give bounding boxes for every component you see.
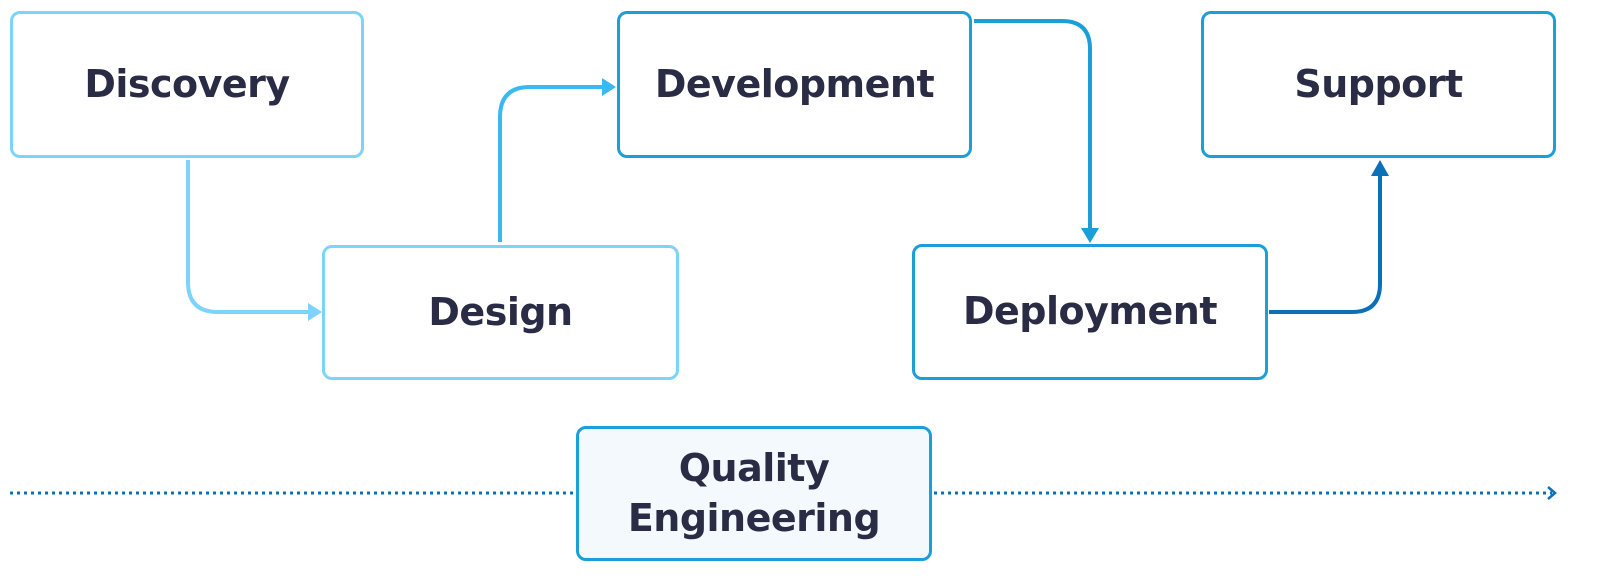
arrow-design-development — [498, 85, 606, 242]
arrowhead — [1371, 160, 1389, 176]
node-design[interactable]: Design — [322, 245, 679, 380]
node-label: Discovery — [84, 61, 290, 106]
arrowhead — [308, 303, 322, 321]
node-support[interactable]: Support — [1201, 11, 1556, 158]
node-quality-engineering[interactable]: Quality Engineering — [576, 426, 932, 561]
node-label: Support — [1294, 61, 1463, 106]
node-label: Development — [654, 61, 935, 106]
node-development[interactable]: Development — [617, 11, 972, 158]
arrow-development-deployment — [974, 19, 1092, 232]
node-label: Design — [428, 289, 573, 334]
node-label: Deployment — [962, 289, 1218, 334]
arrowhead — [602, 78, 616, 96]
arrow-deployment-support — [1269, 170, 1382, 314]
node-deployment[interactable]: Deployment — [912, 244, 1268, 380]
node-label: Quality Engineering — [627, 446, 881, 540]
timeline-arrowhead — [1547, 486, 1557, 500]
node-discovery[interactable]: Discovery — [10, 11, 364, 158]
arrowhead — [1081, 228, 1099, 243]
arrow-discovery-design — [186, 160, 312, 314]
